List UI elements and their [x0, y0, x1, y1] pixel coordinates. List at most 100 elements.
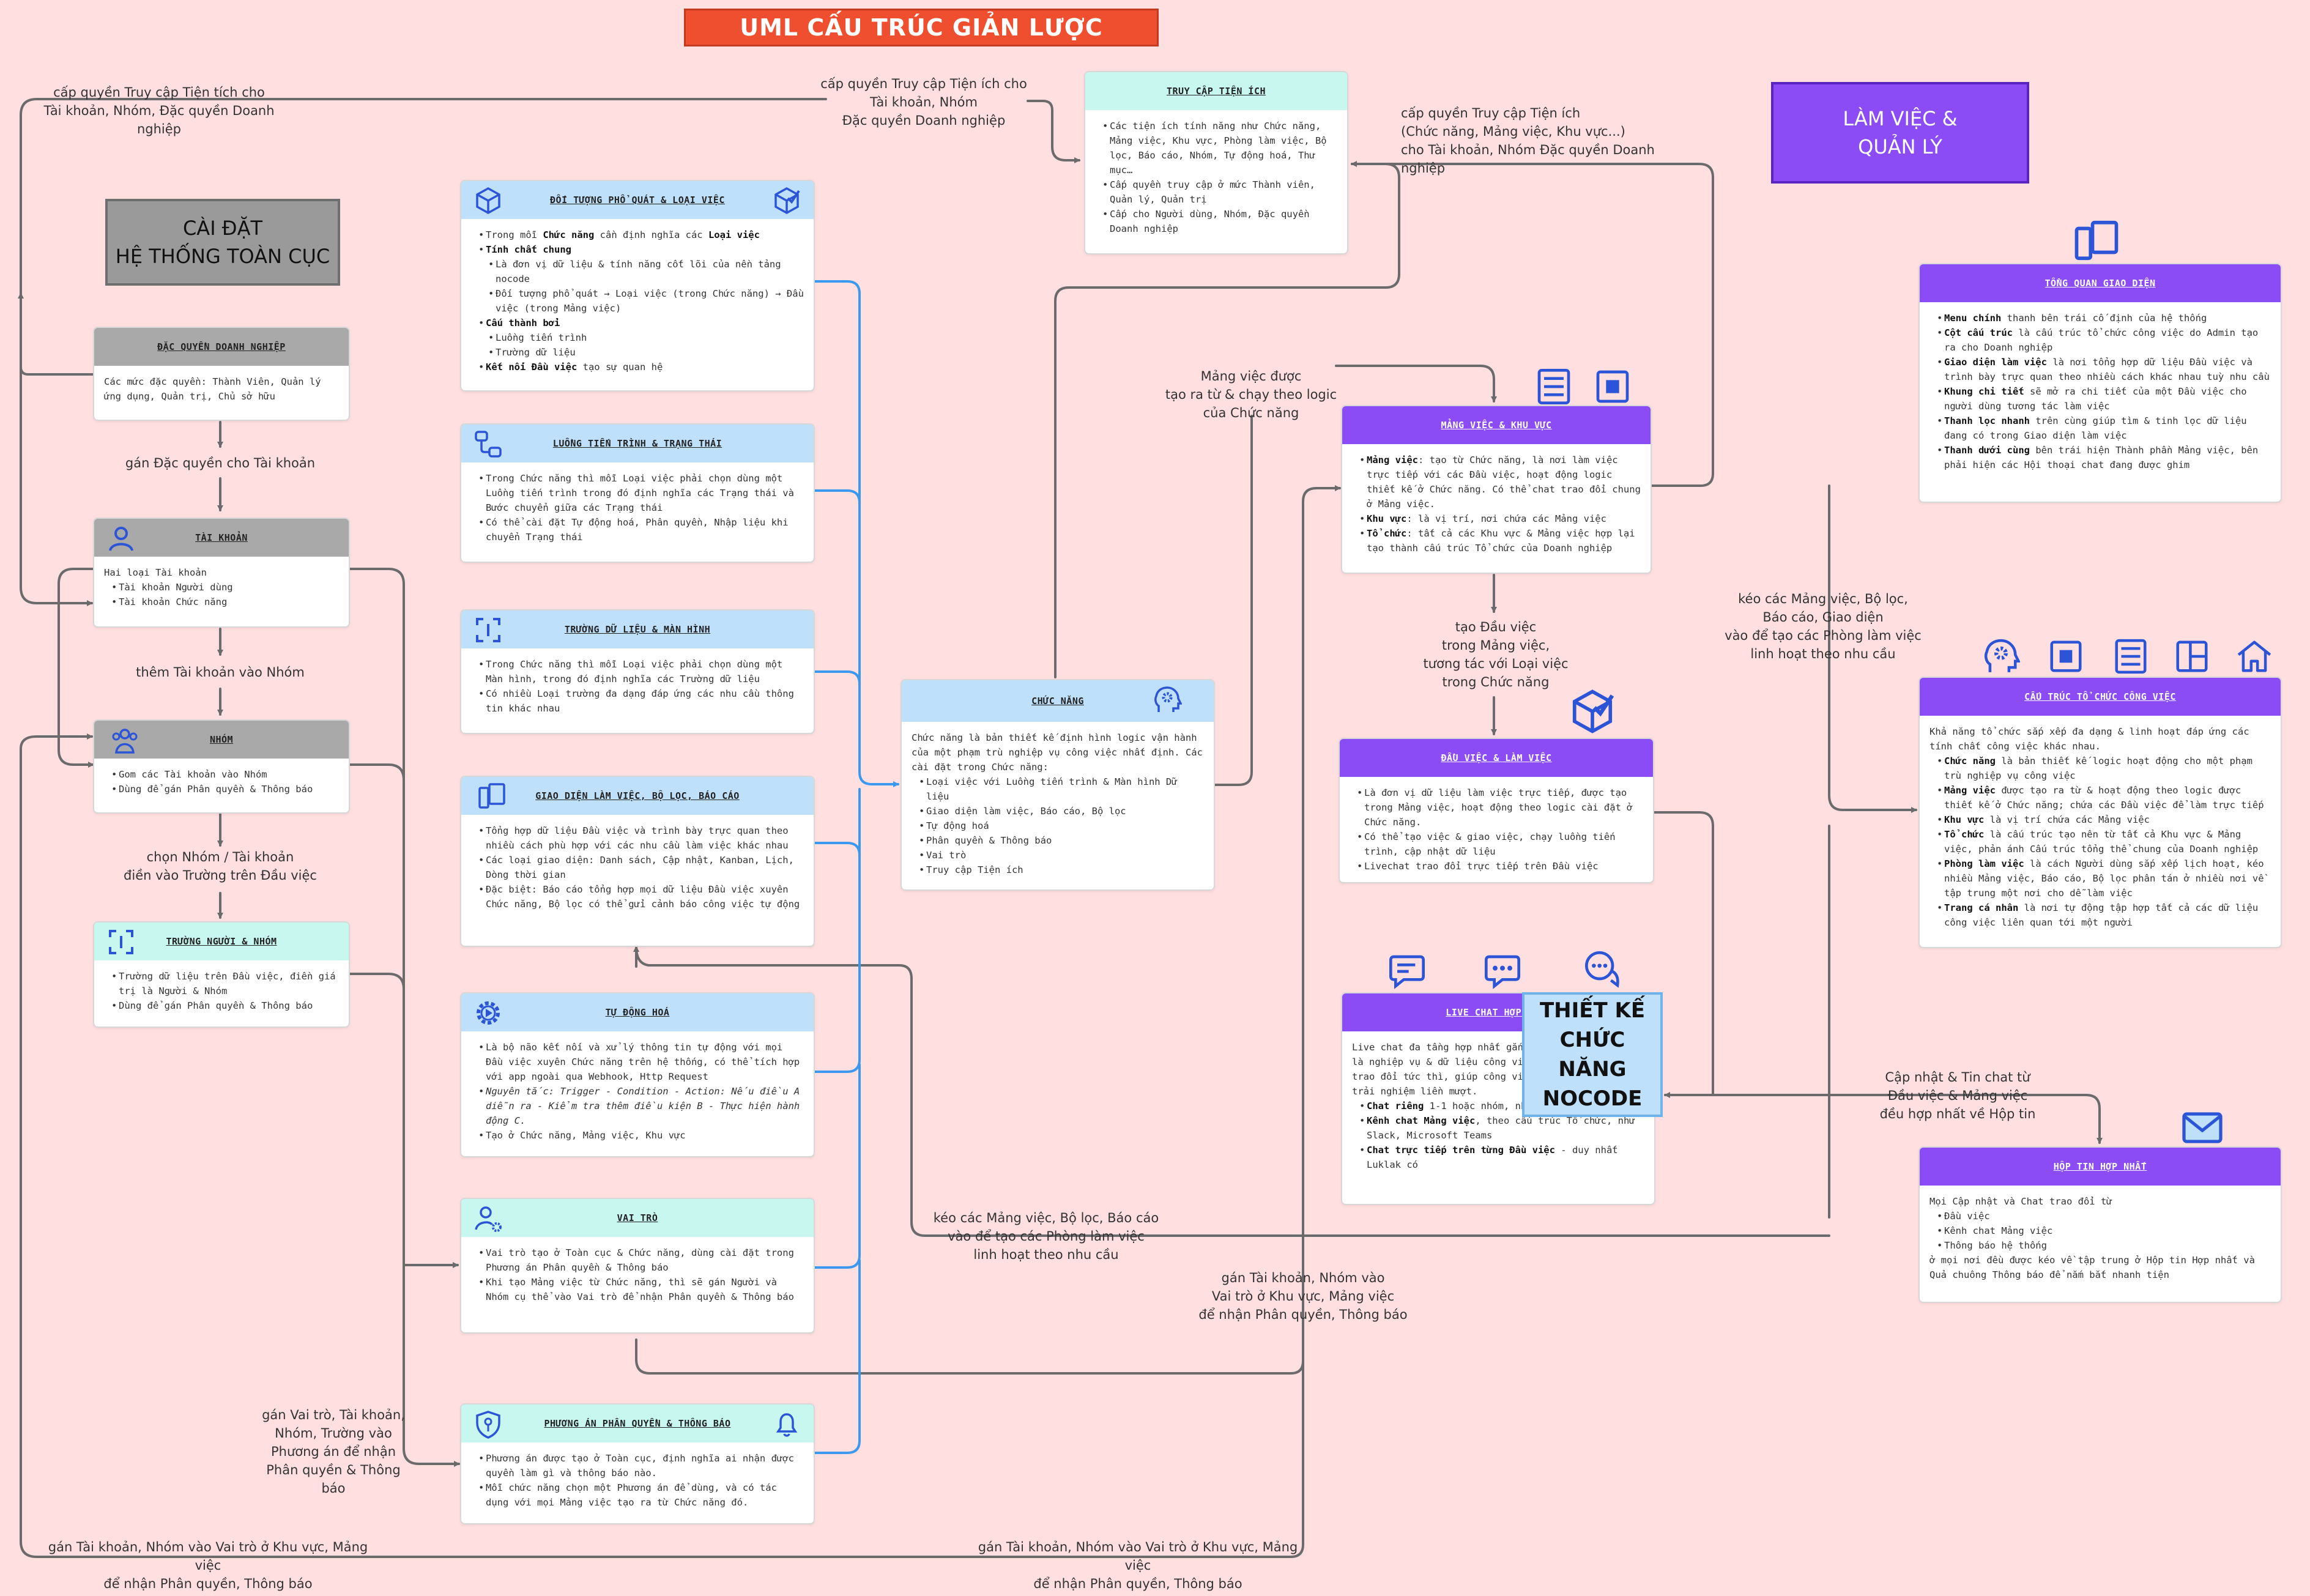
mail-icon [2182, 1112, 2223, 1143]
chat-bubble-icon [1389, 955, 1425, 989]
section-nocode-design-front: THIẾT KẾ CHỨC NĂNG NOCODE [1522, 992, 1663, 1117]
card-permission-schemes: PHƯƠNG ÁN PHÂN QUYỀN & THÔNG BÁO Phương … [460, 1403, 815, 1524]
list-item: Menu chính thanh bên trái cố định của hệ… [1937, 311, 2271, 325]
home-icon [2237, 640, 2271, 672]
list-item: Kênh chat Mảng việc, theo cấu trúc Tổ ch… [1359, 1113, 1644, 1143]
card-interface-overview: TỔNG QUAN GIAO DIỆN Menu chính thanh bên… [1918, 263, 2282, 503]
list-item: Phân quyền & Thông báo [919, 833, 1204, 848]
list-item: Luồng tiến trình [488, 330, 804, 345]
list-item: Loại việc với Luồng tiến trình & Màn hìn… [919, 774, 1204, 804]
chat-multi-icon [1585, 951, 1619, 988]
list-item: Tổ chức: tất cả các Khu vực & Mảng việc … [1359, 526, 1641, 555]
list-item: Đầu việc [1937, 1209, 2271, 1223]
card-unified-inbox: HỘP TIN HỢP NHẤT Mọi Cập nhật và Chat tr… [1918, 1146, 2282, 1303]
card-title: NHÓM [209, 734, 234, 745]
list-item: Giao diện làm việc, Báo cáo, Bộ lọc [919, 804, 1204, 818]
card-title: TRƯỜNG NGƯỜI & NHÓM [166, 936, 277, 947]
list-item: Truy cập Tiện ích [919, 863, 1204, 877]
square-icon [1596, 370, 1629, 403]
board-icon [478, 783, 505, 809]
list-item: Tổng hợp dữ liệu Đầu việc và trình bày t… [478, 823, 804, 853]
list-item: Khu vực là vị trí chứa các Mảng việc [1937, 812, 2271, 827]
card-title: LUỒNG TIẾN TRÌNH & TRẠNG THÁI [552, 438, 722, 449]
list-item: Các loại giao diện: Danh sách, Cập nhật,… [478, 853, 804, 882]
card-title: GIAO DIỆN LÀM VIỆC, BỘ LỌC, BÁO CÁO [535, 790, 740, 801]
card-data-fields-screens: TRƯỜNG DỮ LIỆU & MÀN HÌNH Trong Chức năn… [460, 609, 815, 734]
list-item: Khu vực: là vị trí, nơi chứa các Mảng vi… [1359, 511, 1641, 526]
list-item: Cấu thành bởi [478, 316, 804, 330]
list-item: Trường dữ liệu [488, 345, 804, 360]
list-item: Mảng việc: tạo từ Chức năng, là nơi làm … [1359, 453, 1641, 511]
card-workspace-area: MẢNG VIỆC & KHU VỰC Mảng việc: tạo từ Ch… [1341, 405, 1652, 574]
list-item: Kết nối Đầu việc tạo sự quan hệ [478, 360, 804, 374]
connector-label: cấp quyền Truy cập Tiện tích cho Tài kho… [43, 85, 275, 136]
card-title: CẤU TRÚC TỔ CHỨC CÔNG VIỆC [2024, 691, 2176, 702]
user-icon [109, 527, 133, 551]
list-item: Nguyên tắc: Trigger - Condition - Action… [478, 1084, 804, 1128]
list-item: Thanh lọc nhanh trên cùng giúp tìm & tin… [1937, 414, 2271, 443]
list-item: Có nhiều Loại trường đa dạng đáp ứng các… [478, 686, 804, 716]
brain-gear-icon [1984, 639, 2020, 672]
list-item: Cấp cho Người dùng, Nhóm, Đặc quyền Doan… [1102, 207, 1337, 236]
list-item: Vai trò [919, 848, 1204, 863]
list-item: Dùng để gán Phân quyền & Thông báo [111, 998, 339, 1013]
section-system-settings: CÀI ĐẶT HỆ THỐNG TOÀN CỤC [105, 199, 340, 286]
connector-label: tạo Đầu việc trong Mảng việc, tương tác … [1423, 620, 1569, 689]
connector-label: Mảng việc được tạo ra từ & chạy theo log… [1165, 369, 1337, 420]
list-layout-icon [2115, 639, 2147, 674]
list-item: Mảng việc được tạo ra từ & hoạt động the… [1937, 783, 2271, 812]
group-icon [112, 729, 138, 754]
list-item: Trường dữ liệu trên Đầu việc, điền giá t… [111, 969, 339, 998]
card-intro: Chức năng là bản thiết kế định hình logi… [912, 732, 1203, 773]
connector-label: chọn Nhóm / Tài khoản điền vào Trường tr… [124, 850, 317, 883]
list-item: Là bộ não kết nối và xử lý thông tin tự … [478, 1040, 804, 1084]
cube-icon [476, 187, 500, 215]
list-item: Dùng để gán Phân quyền & Thông báo [111, 782, 339, 796]
card-views-filters-reports: GIAO DIỆN LÀM VIỆC, BỘ LỌC, BÁO CÁO Tổng… [460, 776, 815, 947]
connector-label: gán Tài khoản, Nhóm vào Vai trò ở Khu vự… [978, 1540, 1298, 1591]
list-item: Có thể tạo việc & giao việc, chạy luồng … [1357, 830, 1643, 859]
list-item: Phòng làm việc là cách Người dùng sắp xế… [1937, 856, 2271, 900]
card-text: Các mức đặc quyền: Thành Viên, Quản lý ứ… [104, 376, 321, 402]
card-title: HỘP TIN HỢP NHẤT [2053, 1161, 2147, 1172]
field-frame-icon [476, 618, 500, 642]
automation-play-icon [477, 1001, 500, 1025]
list-item: Giao diện làm việc là nơi tổng hợp dữ li… [1937, 355, 2271, 384]
brain-gear-icon [1154, 686, 1182, 712]
list-item: Kênh chat Mảng việc [1937, 1223, 2271, 1238]
card-outro: ở mọi nơi đều được kéo về tập trung ở Hộ… [1929, 1255, 2255, 1280]
connector-label: kéo các Mảng việc, Bộ lọc, Báo cáo vào đ… [933, 1211, 1159, 1262]
card-title: ĐỐI TƯỢNG PHỔ QUÁT & LOẠI VIỆC [550, 195, 725, 206]
list-item: Mỗi chức năng chọn một Phương án để dùng… [478, 1480, 804, 1510]
list-item: Đặc biệt: Báo cáo tổng hợp mọi dữ liệu Đ… [478, 882, 804, 911]
list-item: Tài khoản Người dùng [111, 580, 339, 595]
connector-label: cấp quyền Truy cập Tiện ích cho Tài khoả… [820, 76, 1027, 128]
card-title: ĐẶC QUYỀN DOANH NGHIỆP [157, 341, 286, 352]
list-item: Trong Chức năng thì mỗi Loại việc phải c… [478, 657, 804, 686]
list-item: Chức năng là bản thiết kế logic hoạt độn… [1937, 754, 2271, 783]
connector-label: Cập nhật & Tin chat từ Đầu việc & Mảng v… [1879, 1070, 2036, 1121]
card-account: TÀI KHOẢN Hai loại Tài khoản Tài khoản N… [93, 518, 350, 628]
list-item: Vai trò tạo ở Toàn cục & Chức năng, dùng… [478, 1245, 804, 1275]
card-intro: Hai loại Tài khoản [104, 567, 207, 578]
card-title: TỰ ĐỘNG HOÁ [605, 1007, 670, 1018]
list-item: Khung chi tiết sẽ mở ra chi tiết của một… [1937, 384, 2271, 414]
card-title: ĐẦU VIỆC & LÀM VIỆC [1441, 752, 1552, 763]
card-tasks: ĐẦU VIỆC & LÀM VIỆC Là đơn vị dữ liệu là… [1339, 738, 1654, 883]
connector-label: kéo các Mảng việc, Bộ lọc, Báo cáo, Giao… [1725, 592, 1922, 661]
list-item: Tổ chức là cấu trúc tạo nên từ tất cả Kh… [1937, 827, 2271, 856]
card-intro: Khả năng tổ chức sắp xếp đa dạng & linh … [1929, 726, 2249, 752]
connector-label: gán Đặc quyền cho Tài khoản [125, 456, 316, 470]
list-item: Tạo ở Chức năng, Mảng việc, Khu vực [478, 1128, 804, 1143]
list-item: Đối tượng phổ quát → Loại việc (trong Ch… [488, 286, 804, 316]
card-title: TÀI KHOẢN [195, 532, 248, 543]
card-title: TRƯỜNG DỮ LIỆU & MÀN HÌNH [564, 624, 711, 635]
user-gear-icon [475, 1206, 502, 1232]
card-intro: Mọi Cập nhật và Chat trao đổi từ [1929, 1196, 2112, 1207]
card-function: CHỨC NĂNG Chức năng là bản thiết kế định… [901, 679, 1215, 891]
list-item: Tính chất chung [478, 242, 804, 257]
card-person-group-field: TRƯỜNG NGƯỜI & NHÓM Trường dữ liệu trên … [93, 921, 350, 1028]
list-layout-icon [1537, 369, 1570, 404]
list-item: Có thể cài đặt Tự động hoá, Phân quyền, … [478, 515, 804, 544]
connector-label: gán Tài khoản, Nhóm vào Vai trò ở Khu vự… [1198, 1271, 1408, 1322]
